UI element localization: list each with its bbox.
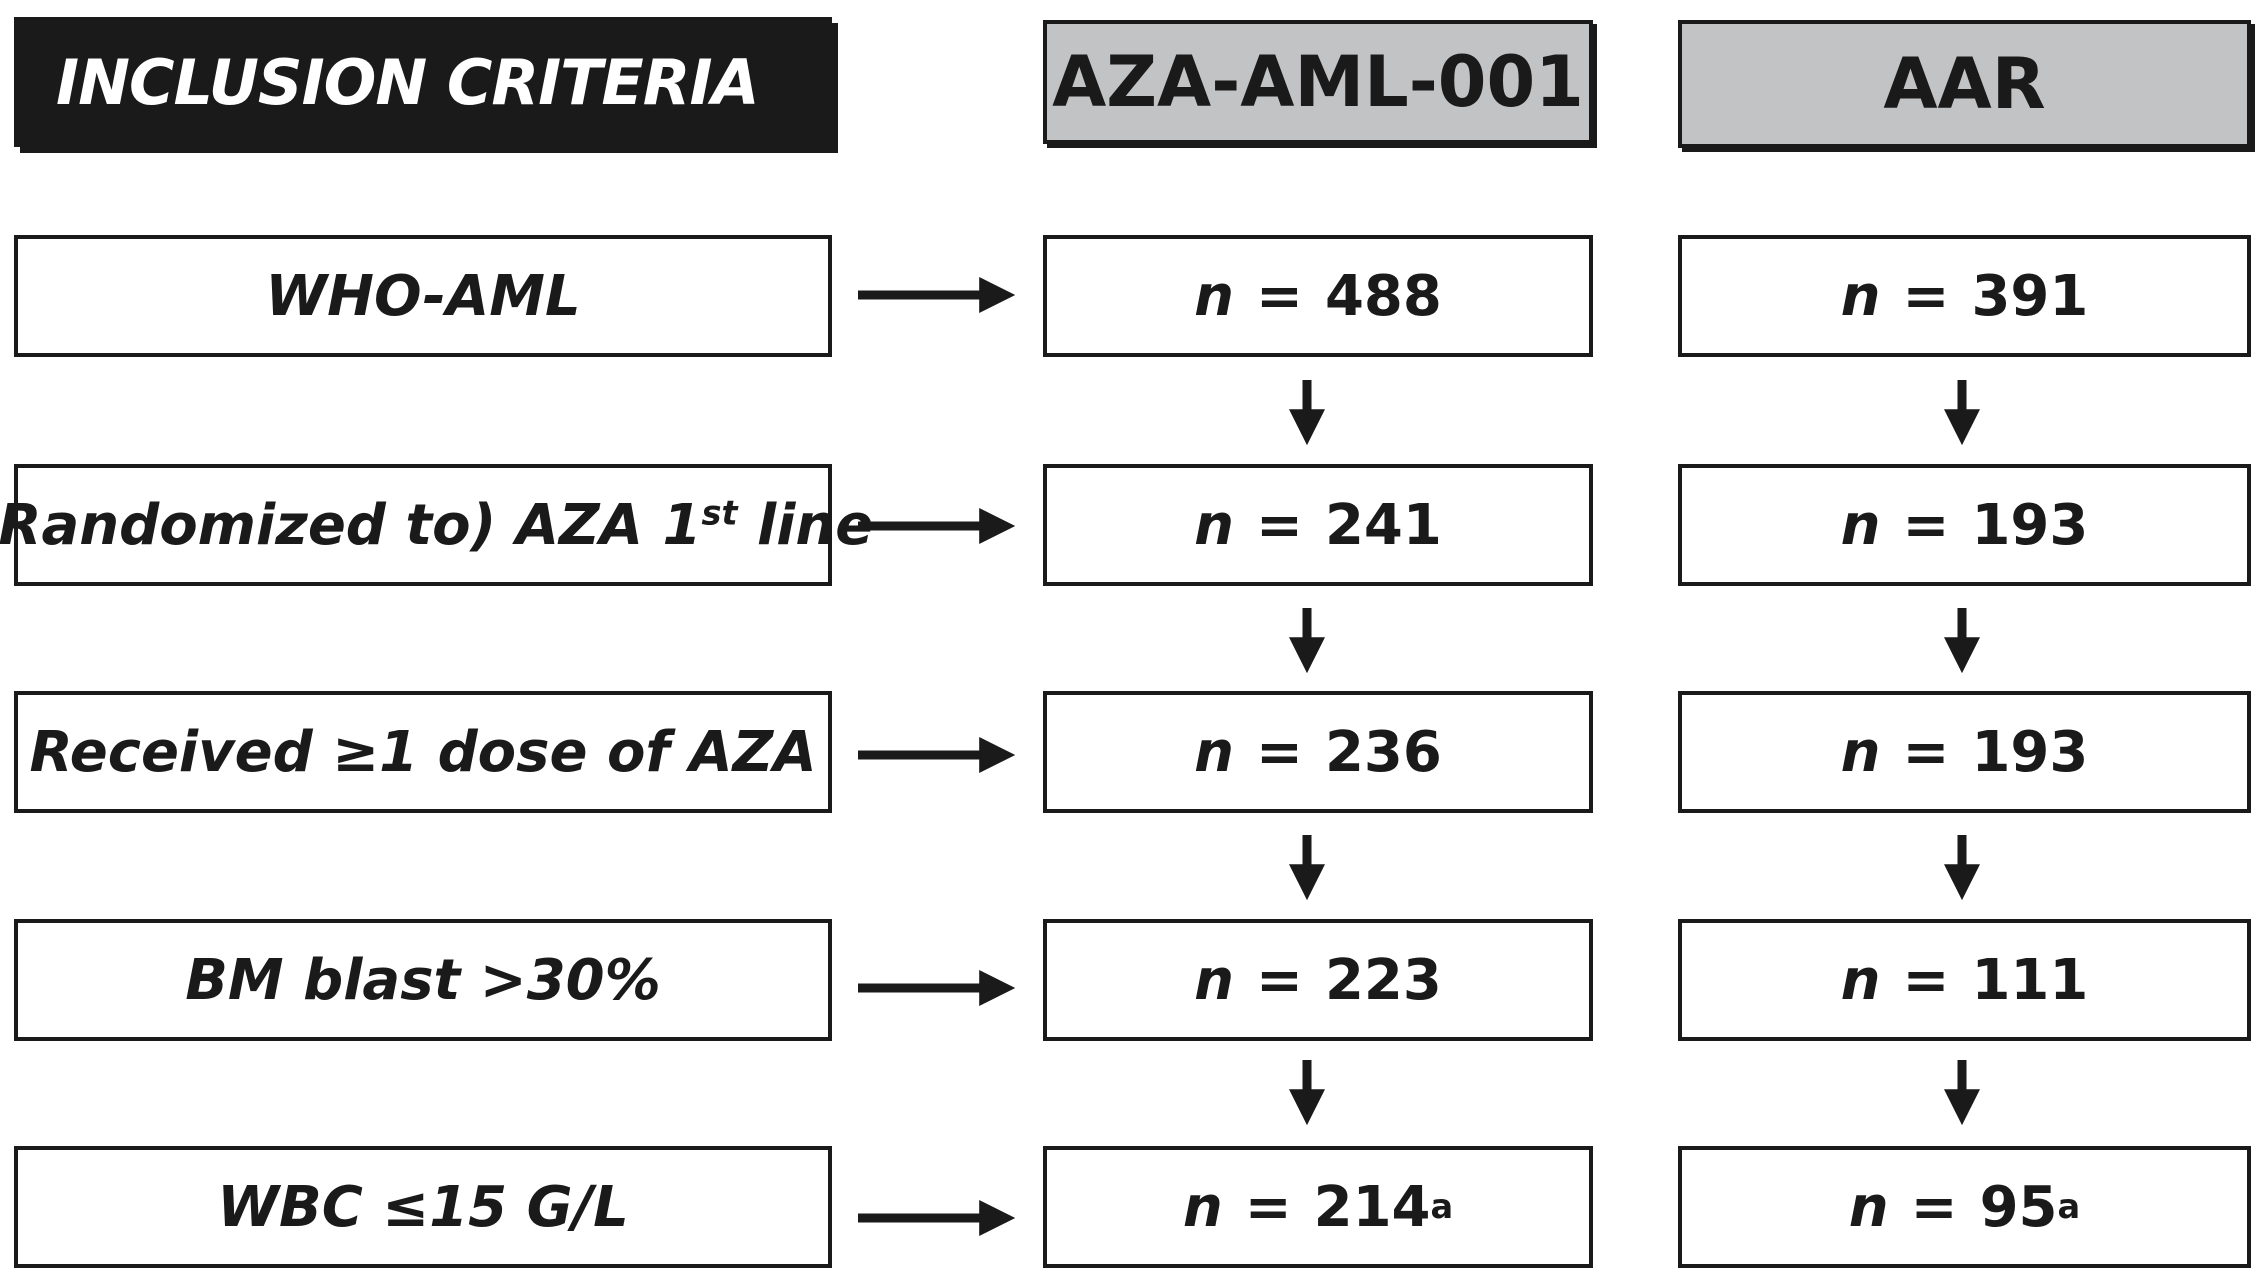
study2-count-box: n = 111 — [1678, 919, 2251, 1041]
criterion-text: (Randomized to) AZA 1 — [0, 492, 702, 558]
study1-count: 488 — [1324, 263, 1442, 329]
study2-count-box: n = 193 — [1678, 691, 2251, 813]
equals-sign: = — [1902, 947, 1950, 1013]
criterion-text-end: line — [737, 492, 874, 558]
study1-title: AZA-AML-001 — [1052, 41, 1584, 123]
n-label: n — [1840, 492, 1881, 558]
study1-count: 214 — [1313, 1174, 1431, 1240]
criterion-label: WHO-AML — [265, 263, 581, 329]
criterion-label: WBC ≤15 G/L — [217, 1174, 629, 1240]
criterion-label: BM blast >30% — [185, 947, 661, 1013]
n-label: n — [1194, 492, 1235, 558]
criterion-box: BM blast >30% — [14, 919, 832, 1041]
study2-title: AAR — [1883, 43, 2046, 125]
criterion-box: WHO-AML — [14, 235, 832, 357]
n-label: n — [1840, 263, 1881, 329]
study1-count: 241 — [1324, 492, 1442, 558]
study2-count: 193 — [1971, 492, 2089, 558]
criterion-label: Received ≥1 dose of AZA — [29, 719, 817, 785]
equals-sign: = — [1910, 1174, 1958, 1240]
study1-count-box: n = 488 — [1043, 235, 1593, 357]
study1-count: 236 — [1324, 719, 1442, 785]
n-label: n — [1848, 1174, 1889, 1240]
criterion-box: WBC ≤15 G/L — [14, 1146, 832, 1268]
equals-sign: = — [1256, 492, 1303, 558]
n-label: n — [1840, 719, 1881, 785]
study1-count-box: n = 236 — [1043, 691, 1593, 813]
equals-sign: = — [1244, 1174, 1292, 1240]
study2-count: 95 — [1979, 1174, 2058, 1240]
study1-count-box: n = 223 — [1043, 919, 1593, 1041]
equals-sign: = — [1256, 263, 1303, 329]
criterion-superscript: st — [701, 492, 738, 532]
study2-count: 111 — [1971, 947, 2089, 1013]
study1-header: AZA-AML-001 — [1043, 20, 1593, 144]
study2-count: 193 — [1971, 719, 2089, 785]
equals-sign: = — [1256, 947, 1303, 1013]
study1-count: 223 — [1324, 947, 1442, 1013]
n-label: n — [1840, 947, 1881, 1013]
criterion-label: (Randomized to) AZA 1st line — [0, 493, 873, 558]
criterion-box: (Randomized to) AZA 1st line — [0, 464, 873, 586]
study2-count-box: n = 391 — [1678, 235, 2251, 357]
criterion-box: Received ≥1 dose of AZA — [14, 691, 832, 813]
study2-count-box: n = 193 — [1678, 464, 2251, 586]
equals-sign: = — [1902, 719, 1950, 785]
inclusion-criteria-title: INCLUSION CRITERIA — [56, 45, 760, 119]
equals-sign: = — [1256, 719, 1303, 785]
equals-sign: = — [1902, 263, 1950, 329]
study1-count-box: n = 241 — [1043, 464, 1593, 586]
study2-count: 391 — [1971, 263, 2089, 329]
inclusion-criteria-header: INCLUSION CRITERIA — [14, 17, 832, 147]
equals-sign: = — [1902, 492, 1950, 558]
n-label: n — [1182, 1174, 1223, 1240]
n-label: n — [1194, 947, 1235, 1013]
n-label: n — [1194, 263, 1235, 329]
study2-header: AAR — [1678, 20, 2251, 148]
n-label: n — [1194, 719, 1235, 785]
